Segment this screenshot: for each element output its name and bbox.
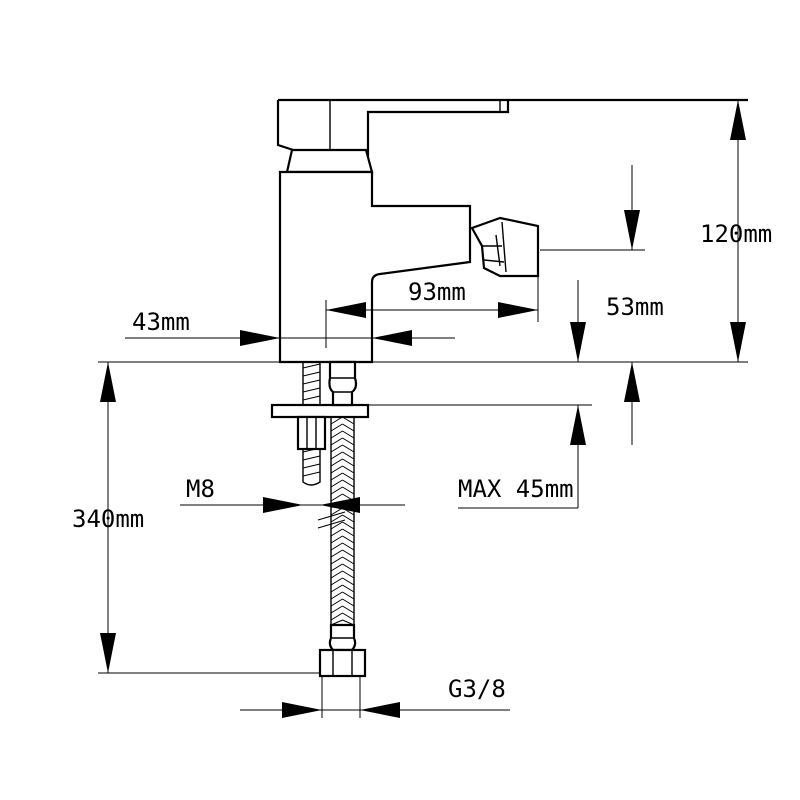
dim-label-43mm: 43mm <box>132 308 190 336</box>
dim-label-120mm: 120mm <box>700 220 772 248</box>
dim-hose-340: 340mm <box>72 362 320 674</box>
dim-label-m8: M8 <box>186 475 215 503</box>
dim-spout-height-53: 53mm <box>540 165 664 445</box>
dim-label-93mm: 93mm <box>408 278 466 306</box>
mounting-nut <box>296 415 327 451</box>
dim-label-340mm: 340mm <box>72 505 144 533</box>
dim-spout-reach-93: 93mm <box>325 270 539 348</box>
mounting-hardware <box>270 361 370 486</box>
dim-base-43: 43mm <box>125 308 455 346</box>
dim-label-max-45mm: MAX 45mm <box>458 475 574 503</box>
aerator-nozzle <box>470 216 540 278</box>
dim-height-120: 120mm <box>700 100 772 362</box>
dim-label-53mm: 53mm <box>606 293 664 321</box>
faucet-body <box>276 98 748 364</box>
cartridge-collar <box>285 148 374 174</box>
main-body <box>278 170 472 364</box>
dim-label-g38: G3/8 <box>448 675 506 703</box>
dim-connection-g38: G3/8 <box>240 675 510 718</box>
flexible-hose <box>318 360 367 678</box>
hose-braid <box>330 416 355 626</box>
mounting-plate <box>270 403 370 419</box>
dim-thread-m8: M8 <box>180 475 405 529</box>
dim-max-45: MAX 45mm <box>368 280 592 509</box>
hose-hex-nut <box>318 648 367 678</box>
